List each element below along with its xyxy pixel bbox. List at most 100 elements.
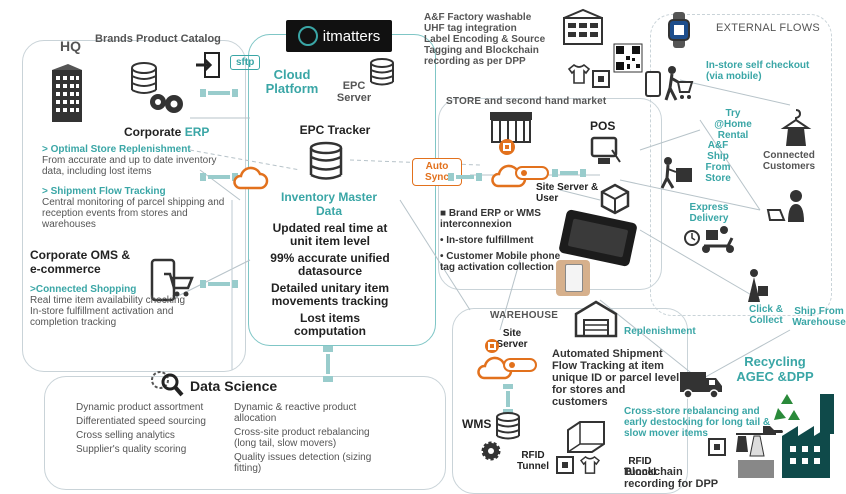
shopper-bag-icon (748, 269, 768, 302)
external-flows-title: EXTERNAL FLOWS (716, 22, 821, 34)
data-science-left-list: Dynamic product assortment Differentiate… (76, 402, 226, 455)
list-item: Cross-site product rebalancing (long tai… (234, 427, 370, 449)
self-checkout-label: In-store self checkout (via mobile) (706, 60, 810, 82)
connected-shopping: >Connected Shopping Real time item avail… (30, 284, 200, 328)
epc-server-icon (370, 58, 394, 86)
corporate-erp-label: Corporate ERP (124, 125, 209, 139)
connected-shopping-desc1: Real time item availability checking (30, 295, 186, 306)
scooter-icon (684, 226, 734, 253)
blockchain-label: Blockchain recording for DPP (624, 466, 719, 490)
shipment-tracking-title: > Shipment Flow Tracking (42, 186, 166, 197)
af-ship-store-label: A&F Ship From Store (705, 140, 731, 184)
shipment-tracking-desc: Central monitoring of parcel shipping an… (42, 197, 225, 230)
epc-server-label: EPC Server (336, 80, 372, 104)
replenishment-label: Replenishment (624, 326, 696, 337)
click-collect-label: Click & Collect (749, 304, 783, 326)
connected-customers-label: Connected Customers (762, 150, 816, 172)
list-item: Quality issues detection (sizing fitting… (234, 452, 372, 474)
inventory-master-data: Inventory Master Data (280, 190, 378, 218)
factory-description: A&F Factory washable UHF tag integration… (424, 12, 546, 67)
list-item: ■ Brand ERP or WMS interconnexion (440, 208, 541, 230)
itmatters-logo: itmatters (286, 20, 392, 52)
connected-shopping-title: >Connected Shopping (30, 284, 137, 295)
rfid-reader-icon (499, 139, 515, 155)
data-science-zone (44, 376, 446, 490)
optimal-replenishment-title: > Optimal Store Replenishment (42, 144, 191, 155)
rfid-tag-icon (592, 70, 610, 88)
cloud-icon (233, 166, 269, 190)
try-home-label: Try @Home Rental (714, 108, 752, 141)
customer-laptop-icon (766, 190, 804, 222)
warehouse-building-icon (574, 300, 618, 338)
list-item: • Customer Mobile phone tag activation c… (440, 251, 561, 273)
connector-icon (200, 173, 238, 181)
cross-store-label: Cross-store rebalancing and early destoc… (624, 406, 771, 439)
data-science-title: Data Science (190, 378, 278, 394)
tshirt-icon (567, 63, 591, 84)
connector-icon (552, 169, 586, 177)
connector-icon (448, 173, 482, 181)
cloud-feature-2: 99% accurate unified datasource (270, 251, 390, 278)
clothes-rack-icon (736, 433, 776, 478)
cloud-feature-3: Detailed unitary item movements tracking (270, 281, 390, 308)
qr-code-icon (613, 43, 643, 73)
rfid-tag-icon (556, 456, 574, 474)
ship-warehouse-label: Ship From Warehouse (792, 306, 846, 328)
warehouse-title: WAREHOUSE (490, 310, 559, 321)
list-item: Dynamic & reactive product allocation (234, 402, 357, 424)
connector-vertical-icon (323, 346, 333, 382)
mobile-cart-icon (150, 258, 194, 302)
phone-tag-image (556, 260, 590, 296)
optimal-replenishment: > Optimal Store Replenishment From accur… (42, 144, 232, 177)
express-delivery-label: Express Delivery (689, 202, 729, 224)
inventory-database-icon (309, 141, 343, 180)
connector-icon (200, 89, 238, 97)
hq-zone (22, 40, 246, 372)
hq-title: HQ (60, 38, 81, 54)
wms-database-icon (496, 412, 520, 440)
shoe-icon (763, 426, 783, 433)
corporate-label: Corporate (124, 125, 182, 139)
analytics-magnifier-icon (151, 371, 184, 397)
building-icon (52, 64, 82, 122)
auto-sync-badge: Auto Sync (412, 158, 462, 186)
brands-catalog-label: Brands Product Catalog (95, 33, 221, 45)
connector-vertical-icon (503, 384, 513, 414)
shipment-tracking: > Shipment Flow Tracking Central monitor… (42, 186, 232, 230)
warehouse-cloud-icon (477, 356, 513, 380)
data-science-right-list: Dynamic & reactive product allocation Cr… (234, 402, 394, 474)
smartwatch-icon (668, 12, 690, 48)
list-item: Differentiated speed sourcing (76, 416, 206, 427)
sftp-badge: sftp (230, 55, 261, 70)
list-item: Supplier's quality scoring (76, 444, 187, 455)
store-zone (438, 98, 662, 290)
warehouse-sync-device-icon (503, 358, 537, 372)
wms-label: WMS (462, 417, 492, 431)
rfid-tunnel-icon (567, 421, 605, 453)
list-item: • In-store fulfillment (440, 235, 534, 246)
erp-label: ERP (184, 125, 210, 139)
automated-shipment-tracking: Automated Shipment Flow Tracking at item… (552, 348, 680, 408)
gear-icon (481, 441, 501, 461)
connected-shopping-desc2: In-store fulfillment activation and comp… (30, 306, 174, 328)
hanger-clothes-icon (780, 109, 812, 146)
tshirt-icon (580, 455, 600, 474)
self-checkout-icon (645, 66, 694, 101)
parcel-box-icon (600, 183, 630, 215)
store-sync-device-icon (515, 166, 549, 180)
site-server-user-label: Site Server & User (536, 182, 599, 204)
cloud-feature-1: Updated real time at unit item level (272, 221, 388, 248)
list-item: Dynamic product assortment (76, 402, 204, 413)
external-flows-zone (650, 14, 832, 316)
corporate-oms-title: Corporate OMS & e-commerce (30, 248, 131, 276)
delivery-person-icon (660, 157, 692, 189)
cloud-platform-title: Cloud Platform (265, 67, 319, 96)
pos-label: POS (590, 119, 616, 133)
cloud-feature-4: Lost items computation (294, 311, 366, 338)
pos-terminal-icon (590, 136, 621, 164)
factory-icon (563, 8, 603, 45)
rfid-tunnel-label-2: RFID Tunnel (623, 456, 657, 478)
store-bullets: ■ Brand ERP or WMS interconnexion • In-s… (440, 208, 562, 273)
exit-door-icon (196, 52, 220, 78)
rfid-tag-icon (708, 438, 726, 456)
